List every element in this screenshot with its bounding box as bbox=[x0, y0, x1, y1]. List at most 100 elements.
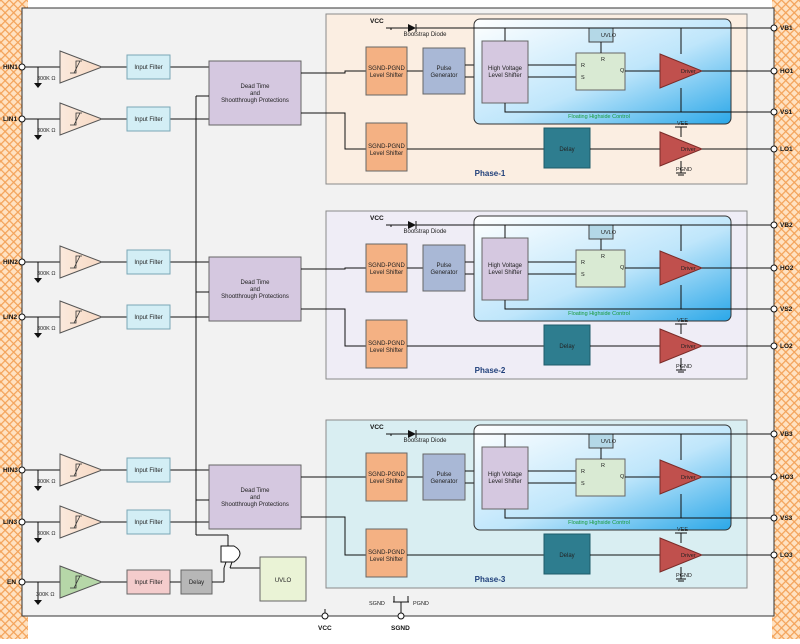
phase-1-pulse-generator-label-2: Generator bbox=[430, 73, 457, 79]
phase-2-deadtime-label-2: and bbox=[250, 287, 260, 293]
phase-1-hs-level-shifter-label-2: Level Shifter bbox=[370, 73, 403, 79]
phase-1-latch-q-label: Q bbox=[620, 68, 625, 74]
pin-vs3-label: VS3 bbox=[780, 515, 793, 522]
pin-vb2-label: VB2 bbox=[780, 222, 793, 229]
phase-3-pgnd-label: PGND bbox=[676, 573, 692, 579]
pin-sgnd-label: SGND bbox=[391, 625, 410, 632]
phase-1-hs-driver bbox=[659, 53, 704, 89]
lin3-input-filter bbox=[126, 509, 171, 535]
phase-1-pulse-generator bbox=[422, 47, 466, 95]
phase-3-pulse-generator-label-2: Generator bbox=[430, 479, 457, 485]
pin-hin3-terminal bbox=[18, 466, 26, 474]
pin-lo2-terminal bbox=[770, 342, 778, 350]
hin3-input-filter bbox=[126, 457, 171, 483]
phase-3-title: Phase-3 bbox=[475, 575, 506, 584]
phase-2-vee-label: VEE bbox=[677, 318, 688, 324]
phase-3-pulse-generator-label-1: Pulse bbox=[436, 472, 452, 478]
en-buffer bbox=[59, 565, 104, 599]
phase-3-hs-driver-label: Driver bbox=[681, 475, 696, 481]
phase-1-ls-level-shifter-label-2: Level Shifter bbox=[370, 151, 403, 157]
phase-1-hv-level-shifter-label-2: Level Shifter bbox=[488, 73, 521, 79]
lin3-input-filter-label: Input Filter bbox=[134, 520, 162, 526]
phase-3-deadtime-label-3: Shootthrough Protections bbox=[221, 502, 289, 508]
phase-1-uvlo-label: UVLO bbox=[601, 33, 617, 39]
pin-ho3-terminal bbox=[770, 473, 778, 481]
pin-ho1-label: HO1 bbox=[780, 68, 794, 75]
phase-1-ls-level-shifter-label-1: SGND-PGND bbox=[368, 144, 405, 150]
phase-3-ls-level-shifter-label-2: Level Shifter bbox=[370, 557, 403, 563]
phase-1-bootstrap-diode-label: Bootstrap Diode bbox=[403, 32, 447, 38]
en-delay bbox=[180, 569, 213, 595]
phase-2-uvlo-label: UVLO bbox=[601, 230, 617, 236]
hin1-input-filter bbox=[126, 54, 171, 80]
phase-3-ls-level-shifter bbox=[365, 528, 408, 578]
phase-2-lowside-delay-label: Delay bbox=[559, 344, 574, 350]
uvlo-block-label: UVLO bbox=[275, 578, 292, 584]
pin-hin2-label: HIN2 bbox=[3, 259, 18, 266]
phase-2-deadtime-block bbox=[208, 256, 302, 322]
pin-vcc-label: VCC bbox=[318, 625, 332, 632]
hin3-input-filter-label: Input Filter bbox=[134, 468, 162, 474]
phase-3-deadtime-label-2: and bbox=[250, 495, 260, 501]
phase-2-ls-driver bbox=[659, 328, 704, 364]
phase-3-ls-level-shifter-label-1: SGND-PGND bbox=[368, 550, 405, 556]
pin-hin1-label: HIN1 bbox=[3, 64, 18, 71]
uvlo-block bbox=[259, 556, 307, 602]
phase-3-uvlo-label: UVLO bbox=[601, 439, 617, 445]
lin2-schmitt-buffer bbox=[59, 300, 104, 334]
pin-lin3-label: LIN3 bbox=[3, 519, 17, 526]
phase-1-deadtime-label-2: and bbox=[250, 91, 260, 97]
phase-1-latch-r-label: R bbox=[581, 63, 585, 69]
phase-2-latch-r2-label: R bbox=[601, 254, 605, 260]
pin-ho2-terminal bbox=[770, 264, 778, 272]
phase-2-hv-level-shifter bbox=[481, 237, 529, 301]
phase-2-hs-level-shifter-label-1: SGND-PGND bbox=[368, 263, 405, 269]
en-delay-label: Delay bbox=[189, 580, 204, 586]
phase-3-pulse-generator bbox=[422, 453, 466, 501]
phase-3-hv-level-shifter-label-1: High Voltage bbox=[488, 472, 523, 478]
phase-1-floating-highside-label: Floating Highside Control bbox=[568, 114, 630, 120]
phase-2-pulse-generator bbox=[422, 244, 466, 292]
phase-1-ls-driver-label: Driver bbox=[681, 147, 696, 153]
phase-2-latch-s-label: S bbox=[581, 272, 585, 278]
phase-2-vcc-label: VCC bbox=[370, 215, 384, 222]
phase-3-bootstrap-diode-label: Bootstrap Diode bbox=[403, 438, 447, 444]
sgnd-net-label: SGND bbox=[369, 601, 385, 607]
phase-1-lowside-delay-label: Delay bbox=[559, 147, 574, 153]
pin-vb1-terminal bbox=[770, 24, 778, 32]
hin1-schmitt-buffer bbox=[59, 50, 104, 84]
phase-3-hs-level-shifter-label-1: SGND-PGND bbox=[368, 472, 405, 478]
hin2-input-filter bbox=[126, 249, 171, 275]
pin-vs1-terminal bbox=[770, 108, 778, 116]
pin-hin1-terminal bbox=[18, 63, 26, 71]
pin-lo1-label: LO1 bbox=[780, 146, 793, 153]
phase-3-vee-label: VEE bbox=[677, 527, 688, 533]
phase-1-hv-level-shifter-label-1: High Voltage bbox=[488, 66, 523, 72]
pin-vs1-label: VS1 bbox=[780, 109, 793, 116]
phase-2-hs-level-shifter-label-2: Level Shifter bbox=[370, 270, 403, 276]
phase-1-lowside-delay bbox=[543, 127, 591, 169]
phase-2-title: Phase-2 bbox=[475, 366, 506, 375]
pin-vs3-terminal bbox=[770, 514, 778, 522]
pin-vs2-label: VS2 bbox=[780, 306, 793, 313]
pin-lo1-terminal bbox=[770, 145, 778, 153]
phase-3-latch-q-label: Q bbox=[620, 474, 625, 480]
phase-3-latch-r2-label: R bbox=[601, 463, 605, 469]
en-resistor-label: 300K Ω bbox=[36, 592, 55, 598]
hin2-schmitt-buffer bbox=[59, 245, 104, 279]
pin-lo3-terminal bbox=[770, 551, 778, 559]
phase-1-ls-level-shifter bbox=[365, 122, 408, 172]
pin-vb3-terminal bbox=[770, 430, 778, 438]
phase-3-vcc-label: VCC bbox=[370, 424, 384, 431]
phase-1-rs-latch bbox=[575, 52, 626, 91]
phase-2-floating-highside-label: Floating Highside Control bbox=[568, 311, 630, 317]
phase-1-deadtime-label-1: Dead Time bbox=[240, 84, 270, 90]
pin-en-terminal bbox=[18, 578, 26, 586]
phase-1-title: Phase-1 bbox=[475, 169, 506, 178]
bottom-pins: VCC SGND SGND PGND bbox=[318, 596, 429, 632]
lin1-input-filter-label: Input Filter bbox=[134, 117, 162, 123]
